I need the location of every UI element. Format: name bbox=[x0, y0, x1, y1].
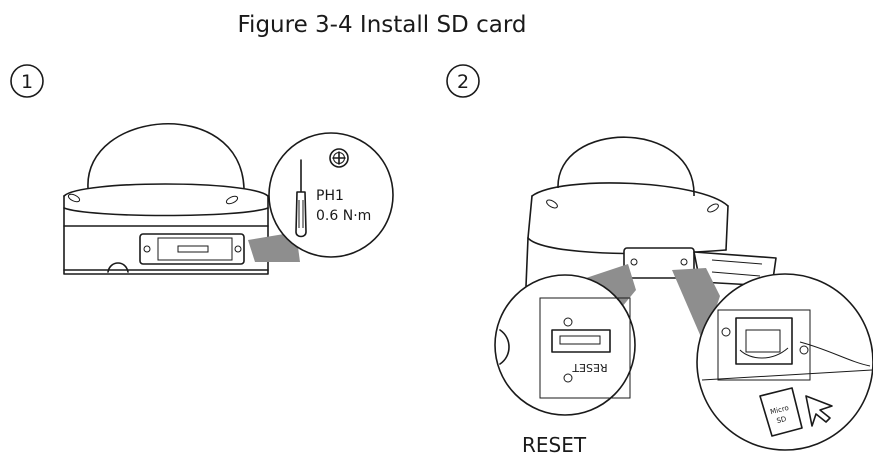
phillips-head-icon bbox=[329, 148, 349, 168]
screwdriver-icon bbox=[295, 159, 307, 238]
arrow-icon bbox=[805, 395, 833, 427]
reset-label: RESET bbox=[522, 433, 587, 457]
screwdriver-callout: PH1 0.6 N·m bbox=[268, 132, 394, 258]
micro-sd-card: Micro SD bbox=[759, 387, 803, 437]
step-2-number: 2 bbox=[457, 71, 469, 93]
step-1-number: 1 bbox=[21, 71, 33, 93]
step-1-badge: 1 bbox=[10, 64, 44, 98]
figure-caption: Figure 3-4 Install SD card bbox=[237, 12, 527, 38]
dome-camera-closed bbox=[63, 122, 269, 275]
panel-reset-text: RESET bbox=[572, 361, 608, 374]
step-2-badge: 2 bbox=[446, 64, 480, 98]
dome-camera-open bbox=[525, 136, 777, 287]
reset-button-callout: RESET bbox=[494, 274, 636, 416]
card-text-sd: SD bbox=[776, 415, 787, 425]
tool-torque: 0.6 N·m bbox=[316, 208, 371, 224]
sd-card-callout: Micro SD bbox=[696, 273, 873, 451]
tool-bit: PH1 bbox=[316, 188, 344, 204]
